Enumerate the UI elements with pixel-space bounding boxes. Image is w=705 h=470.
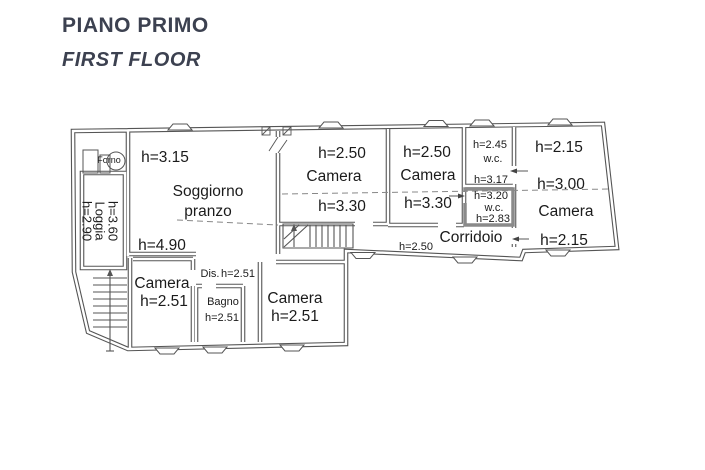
section-dashed-lines [176,188,613,226]
room-label-soggiorno-line2: pranzo [184,203,231,220]
room-label-camera-bm: Camera [267,290,323,307]
window-symbols [153,118,574,355]
room-label-camera-right: Camera [538,203,594,220]
room-label-corridoio: Corridoio [440,229,503,246]
title-italian: PIANO PRIMO [62,14,209,37]
height-label-camera-right-mid: h=3.00 [537,176,585,193]
room-label-forno: Forno [97,155,121,165]
height-label-soggiorno-top: h=3.15 [141,149,189,166]
room-label-camera1: Camera [306,168,362,185]
room-label-camera-bl: Camera [134,275,190,292]
southwest-stairs [93,269,127,352]
height-label-soggiorno-bottom: h=4.90 [138,237,186,254]
room-label-camera2: Camera [400,167,456,184]
height-label-camera1-top: h=2.50 [318,145,366,162]
forno-symbol [82,149,126,174]
room-label-wc1: w.c. [483,153,503,165]
height-label-dis: h=2.51 [221,268,255,280]
room-label-wc2: w.c. [484,202,504,214]
room-label-bagno: Bagno [207,296,239,308]
height-label-camera-right-top: h=2.15 [535,139,583,156]
room-label-loggia: Loggia [93,201,108,241]
height-label-wc1-bottom: h=3.17 [474,174,508,186]
page-title: PIANO PRIMO FIRST FLOOR [62,14,209,72]
height-label-camera-bm: h=2.51 [271,308,319,325]
height-label-wc1-top: h=2.45 [473,139,507,151]
height-label-wc2-top: h=3.20 [474,190,508,202]
height-label-camera1-bottom: h=3.30 [318,198,366,215]
height-label-bagno: h=2.51 [205,312,239,324]
door-arrows [449,168,529,242]
room-label-dis: Dis. [201,268,220,280]
height-label-camera2-bottom: h=3.30 [404,195,452,212]
height-label-loggia-top: h=3.60 [106,201,121,241]
height-label-loggia-bottom: h=2.90 [80,201,95,241]
wall-section-marks [261,126,292,154]
room-label-soggiorno-line1: Soggiorno [173,183,244,200]
height-label-camera-right-bottom: h=2.15 [540,232,588,249]
height-label-camera-bl: h=2.51 [140,293,188,310]
height-label-corridoio: h=2.50 [399,241,433,253]
central-stairs [282,223,354,249]
title-english: FIRST FLOOR [62,49,201,71]
height-label-camera2-top: h=2.50 [403,144,451,161]
height-label-wc2-bottom: h=2.83 [476,213,510,225]
wc2-gray-walls [463,187,515,227]
